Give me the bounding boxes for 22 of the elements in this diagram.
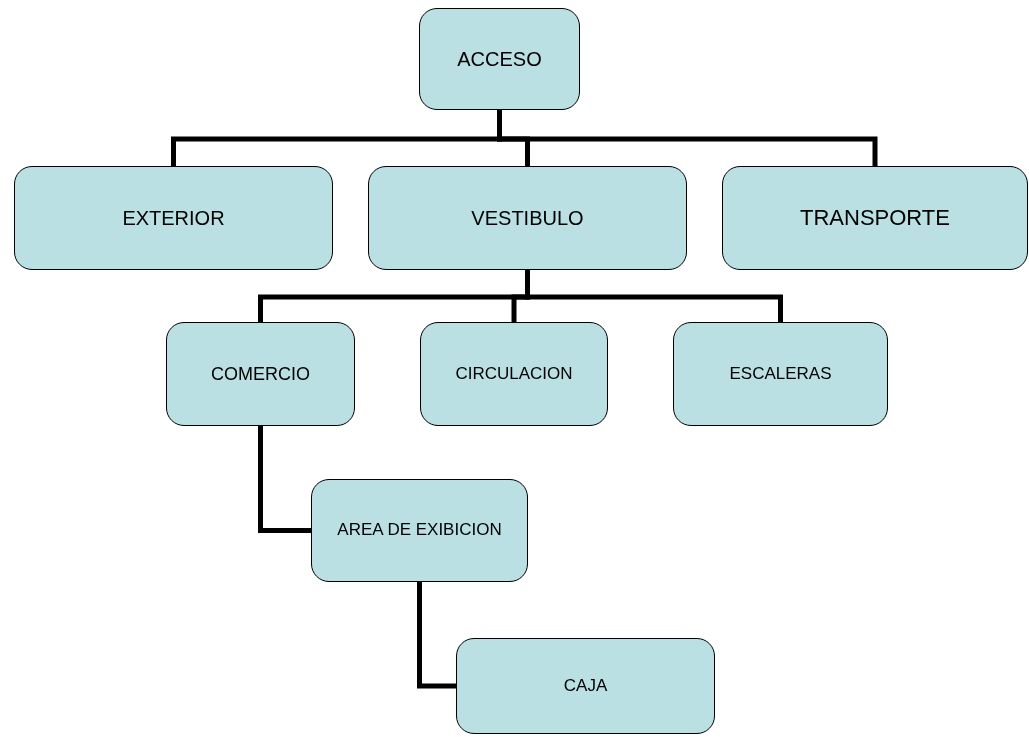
box-label: CAJA	[563, 674, 608, 697]
box-label: ESCALERAS	[729, 362, 832, 385]
process-box	[420, 322, 608, 426]
connector-line	[417, 582, 456, 689]
process-box	[311, 479, 528, 582]
process-box	[673, 322, 888, 426]
process-box	[166, 322, 355, 426]
box-label: CIRCULACION	[455, 362, 573, 385]
box-label: COMERCIO	[211, 362, 310, 386]
box-label: ACCESO	[457, 46, 542, 72]
box-label: EXTERIOR	[122, 205, 225, 231]
box-label: TRANSPORTE	[800, 204, 950, 233]
process-box	[722, 166, 1028, 270]
process-box	[419, 8, 580, 110]
process-box	[14, 166, 333, 270]
connector-line	[525, 270, 783, 322]
process-box	[456, 638, 715, 734]
box-label: VESTIBULO	[471, 205, 584, 231]
process-box	[368, 166, 687, 270]
connector-line	[497, 110, 878, 166]
connector-line	[258, 426, 311, 533]
box-label: AREA DE EXIBICION	[337, 519, 502, 542]
